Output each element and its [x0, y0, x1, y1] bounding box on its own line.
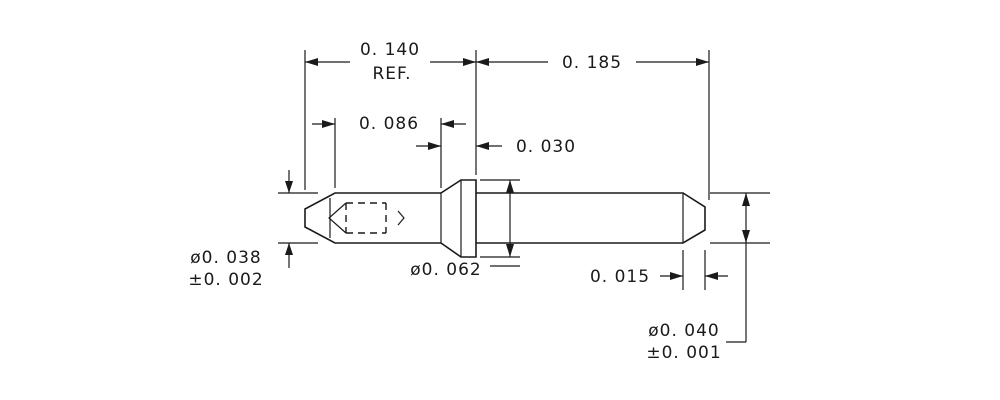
- dim-chamfer: 0. 015: [590, 267, 728, 287]
- dim-tip-diameter: ø0. 038 ±0. 002: [188, 170, 293, 290]
- dim-chamfer-value: 0. 015: [590, 267, 650, 287]
- dim-right-length: 0. 185: [476, 53, 709, 73]
- hidden-bore: [328, 202, 405, 234]
- dim-collar-diameter: ø0. 062: [410, 180, 520, 280]
- dim-tip-diameter-tolerance: ±0. 002: [188, 270, 263, 290]
- dim-overall-ref: 0. 140 REF.: [305, 40, 476, 84]
- dim-shank-diameter: ø0. 040 ±0. 001: [646, 193, 750, 363]
- dim-tip-length: 0. 086: [312, 114, 466, 134]
- dim-overall-ref-note: REF.: [372, 64, 411, 84]
- dim-collar-width: 0. 030: [416, 137, 576, 157]
- dim-overall-ref-value: 0. 140: [360, 40, 420, 60]
- dim-shank-diameter-tolerance: ±0. 001: [646, 343, 721, 363]
- collar-outline: [440, 179, 477, 258]
- dim-collar-width-value: 0. 030: [516, 137, 576, 157]
- dim-right-length-value: 0. 185: [562, 53, 622, 73]
- dim-tip-diameter-value: ø0. 038: [190, 248, 261, 268]
- pin-part: [304, 179, 706, 258]
- extension-lines: [278, 50, 770, 290]
- dim-tip-length-value: 0. 086: [359, 114, 419, 134]
- shank-outline: [476, 192, 706, 244]
- dim-collar-diameter-value: ø0. 062: [410, 260, 481, 280]
- dim-shank-diameter-value: ø0. 040: [648, 321, 719, 341]
- tip-outline: [304, 192, 441, 244]
